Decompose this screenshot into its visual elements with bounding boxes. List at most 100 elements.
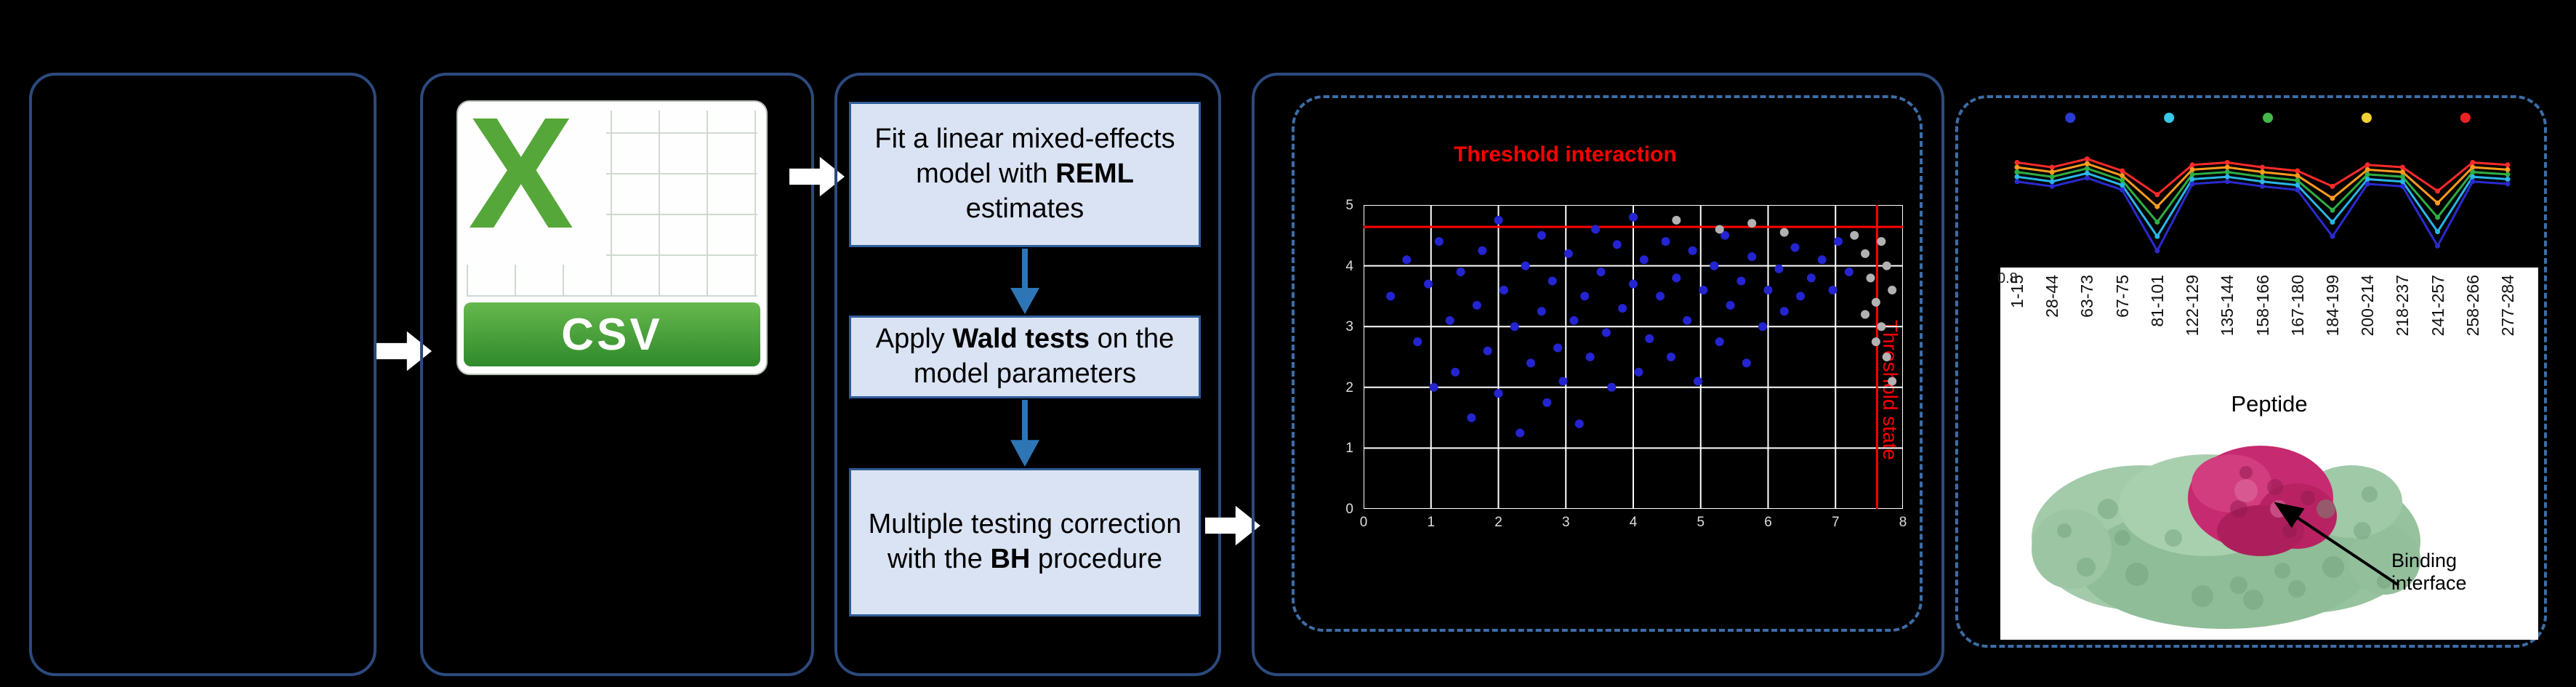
- uptake-marker: [2505, 172, 2511, 177]
- scatter-point-significant: [1688, 246, 1697, 255]
- scatter-point-significant: [1526, 358, 1536, 368]
- step-text-pre: Multiple testing correction with the: [868, 509, 1182, 574]
- scatter-point-significant: [1666, 353, 1675, 361]
- scatter-point-significant: [1683, 316, 1692, 325]
- scatter-point-significant: [1715, 337, 1724, 347]
- uptake-marker: [2435, 214, 2441, 220]
- uptake-marker: [2224, 169, 2230, 175]
- uptake-marker: [2154, 220, 2160, 225]
- scatter-point-significant: [1645, 334, 1654, 343]
- step-bh-text: Multiple testing correction with the BH …: [861, 507, 1188, 577]
- legend-dot: [2460, 113, 2471, 123]
- binding-interface-label: Binding interface: [2391, 550, 2467, 595]
- scatter-point-significant: [1516, 428, 1525, 438]
- uptake-marker: [2330, 207, 2335, 213]
- peptide-tick: 81-101: [2147, 275, 2167, 327]
- uptake-marker: [2014, 164, 2020, 170]
- uptake-marker: [2435, 243, 2441, 249]
- scatter-point-not-significant: [1715, 225, 1724, 234]
- scatter-point-significant: [1694, 377, 1703, 386]
- uptake-marker: [2295, 168, 2301, 174]
- uptake-marker: [2399, 164, 2405, 170]
- threshold-interaction-label: Threshold interaction: [1454, 142, 1677, 166]
- csv-export-box: [420, 73, 814, 676]
- step-text-pre: Fit a linear mixed-effects model with: [874, 124, 1175, 190]
- scatter-point-significant: [1424, 279, 1433, 289]
- uptake-marker: [2084, 175, 2090, 181]
- uptake-marker: [2260, 179, 2265, 185]
- scatter-point-significant: [1806, 273, 1816, 283]
- uptake-marker: [2014, 160, 2020, 166]
- uptake-marker: [2224, 174, 2230, 180]
- scatter-point-significant: [1774, 264, 1784, 273]
- uptake-marker: [2084, 156, 2090, 162]
- scatter-point-not-significant: [1871, 337, 1880, 347]
- uptake-marker: [2399, 169, 2405, 175]
- step-reml: Fit a linear mixed-effects model with RE…: [849, 102, 1201, 247]
- uptake-marker: [2435, 229, 2441, 235]
- peptide-tick: 67-75: [2112, 275, 2132, 318]
- uptake-marker: [2189, 166, 2195, 172]
- uptake-marker: [2330, 196, 2335, 201]
- scatter-point-significant: [1612, 240, 1622, 249]
- scatter-y-tick: 0: [1345, 502, 1353, 517]
- peptide-axis-label: Peptide: [2231, 391, 2308, 417]
- scatter-point-significant: [1742, 358, 1751, 368]
- statistical-model-box: [834, 73, 1221, 676]
- legend-dot: [2263, 113, 2274, 123]
- scatter-point-significant: [1796, 292, 1806, 301]
- uptake-marker: [2049, 169, 2055, 175]
- scatter-point-not-significant: [1861, 310, 1870, 319]
- scatter-point-not-significant: [1850, 230, 1859, 240]
- uptake-line-chart: [2014, 113, 2511, 254]
- scatter-point-significant: [1710, 261, 1719, 270]
- uptake-marker: [2260, 169, 2265, 175]
- binding-interface-arrow-icon: [2274, 502, 2400, 587]
- scatter-y-tick: 3: [1345, 319, 1353, 335]
- peptide-tick: 63-73: [2077, 275, 2097, 318]
- peptide-tick: 277-284: [2498, 275, 2517, 337]
- uptake-marker: [2435, 200, 2441, 206]
- uptake-marker: [2330, 220, 2335, 225]
- uptake-marker: [2120, 177, 2125, 183]
- step-text-pre: Apply: [875, 324, 953, 355]
- peptide-tick: 122-129: [2183, 275, 2202, 337]
- results-box: [1252, 73, 1944, 676]
- uptake-marker: [2295, 187, 2301, 193]
- uptake-marker: [2505, 181, 2511, 187]
- scatter-point-significant: [1445, 316, 1454, 325]
- uptake-marker: [2470, 169, 2476, 175]
- uptake-marker: [2364, 172, 2370, 177]
- scatter-y-tick: 2: [1345, 379, 1353, 395]
- scatter-point-significant: [1720, 230, 1730, 240]
- scatter-x-tick: 5: [1696, 515, 1705, 530]
- scatter-x-tick: 7: [1831, 515, 1840, 530]
- scatter-point-significant: [1402, 255, 1412, 265]
- peptide-tick: 258-266: [2463, 275, 2482, 337]
- uptake-marker: [2049, 164, 2055, 170]
- scatter-point-significant: [1828, 286, 1838, 295]
- scatter-point-significant: [1833, 237, 1843, 246]
- uptake-dashed-frame: [1955, 95, 2547, 648]
- scatter-point-not-significant: [1861, 249, 1870, 258]
- scatter-point-significant: [1451, 367, 1460, 377]
- scatter-point-not-significant: [1882, 353, 1891, 361]
- uptake-marker: [2084, 170, 2090, 176]
- scatter-point-significant: [1542, 398, 1552, 407]
- uptake-marker: [2049, 174, 2055, 180]
- scatter-point-significant: [1601, 328, 1611, 337]
- csv-banner-label: CSV: [561, 309, 663, 360]
- scatter-point-significant: [1483, 346, 1492, 355]
- scatter-point-significant: [1456, 267, 1465, 276]
- uptake-marker: [2295, 177, 2301, 183]
- scatter-point-significant: [1521, 261, 1530, 270]
- scatter-y-tick: 1: [1345, 441, 1353, 457]
- uptake-y-tick: 0.8: [1997, 270, 2018, 286]
- scatter-point-significant: [1817, 255, 1827, 265]
- scatter-point-significant: [1763, 286, 1773, 295]
- uptake-marker: [2154, 248, 2160, 254]
- scatter-point-significant: [1510, 322, 1519, 332]
